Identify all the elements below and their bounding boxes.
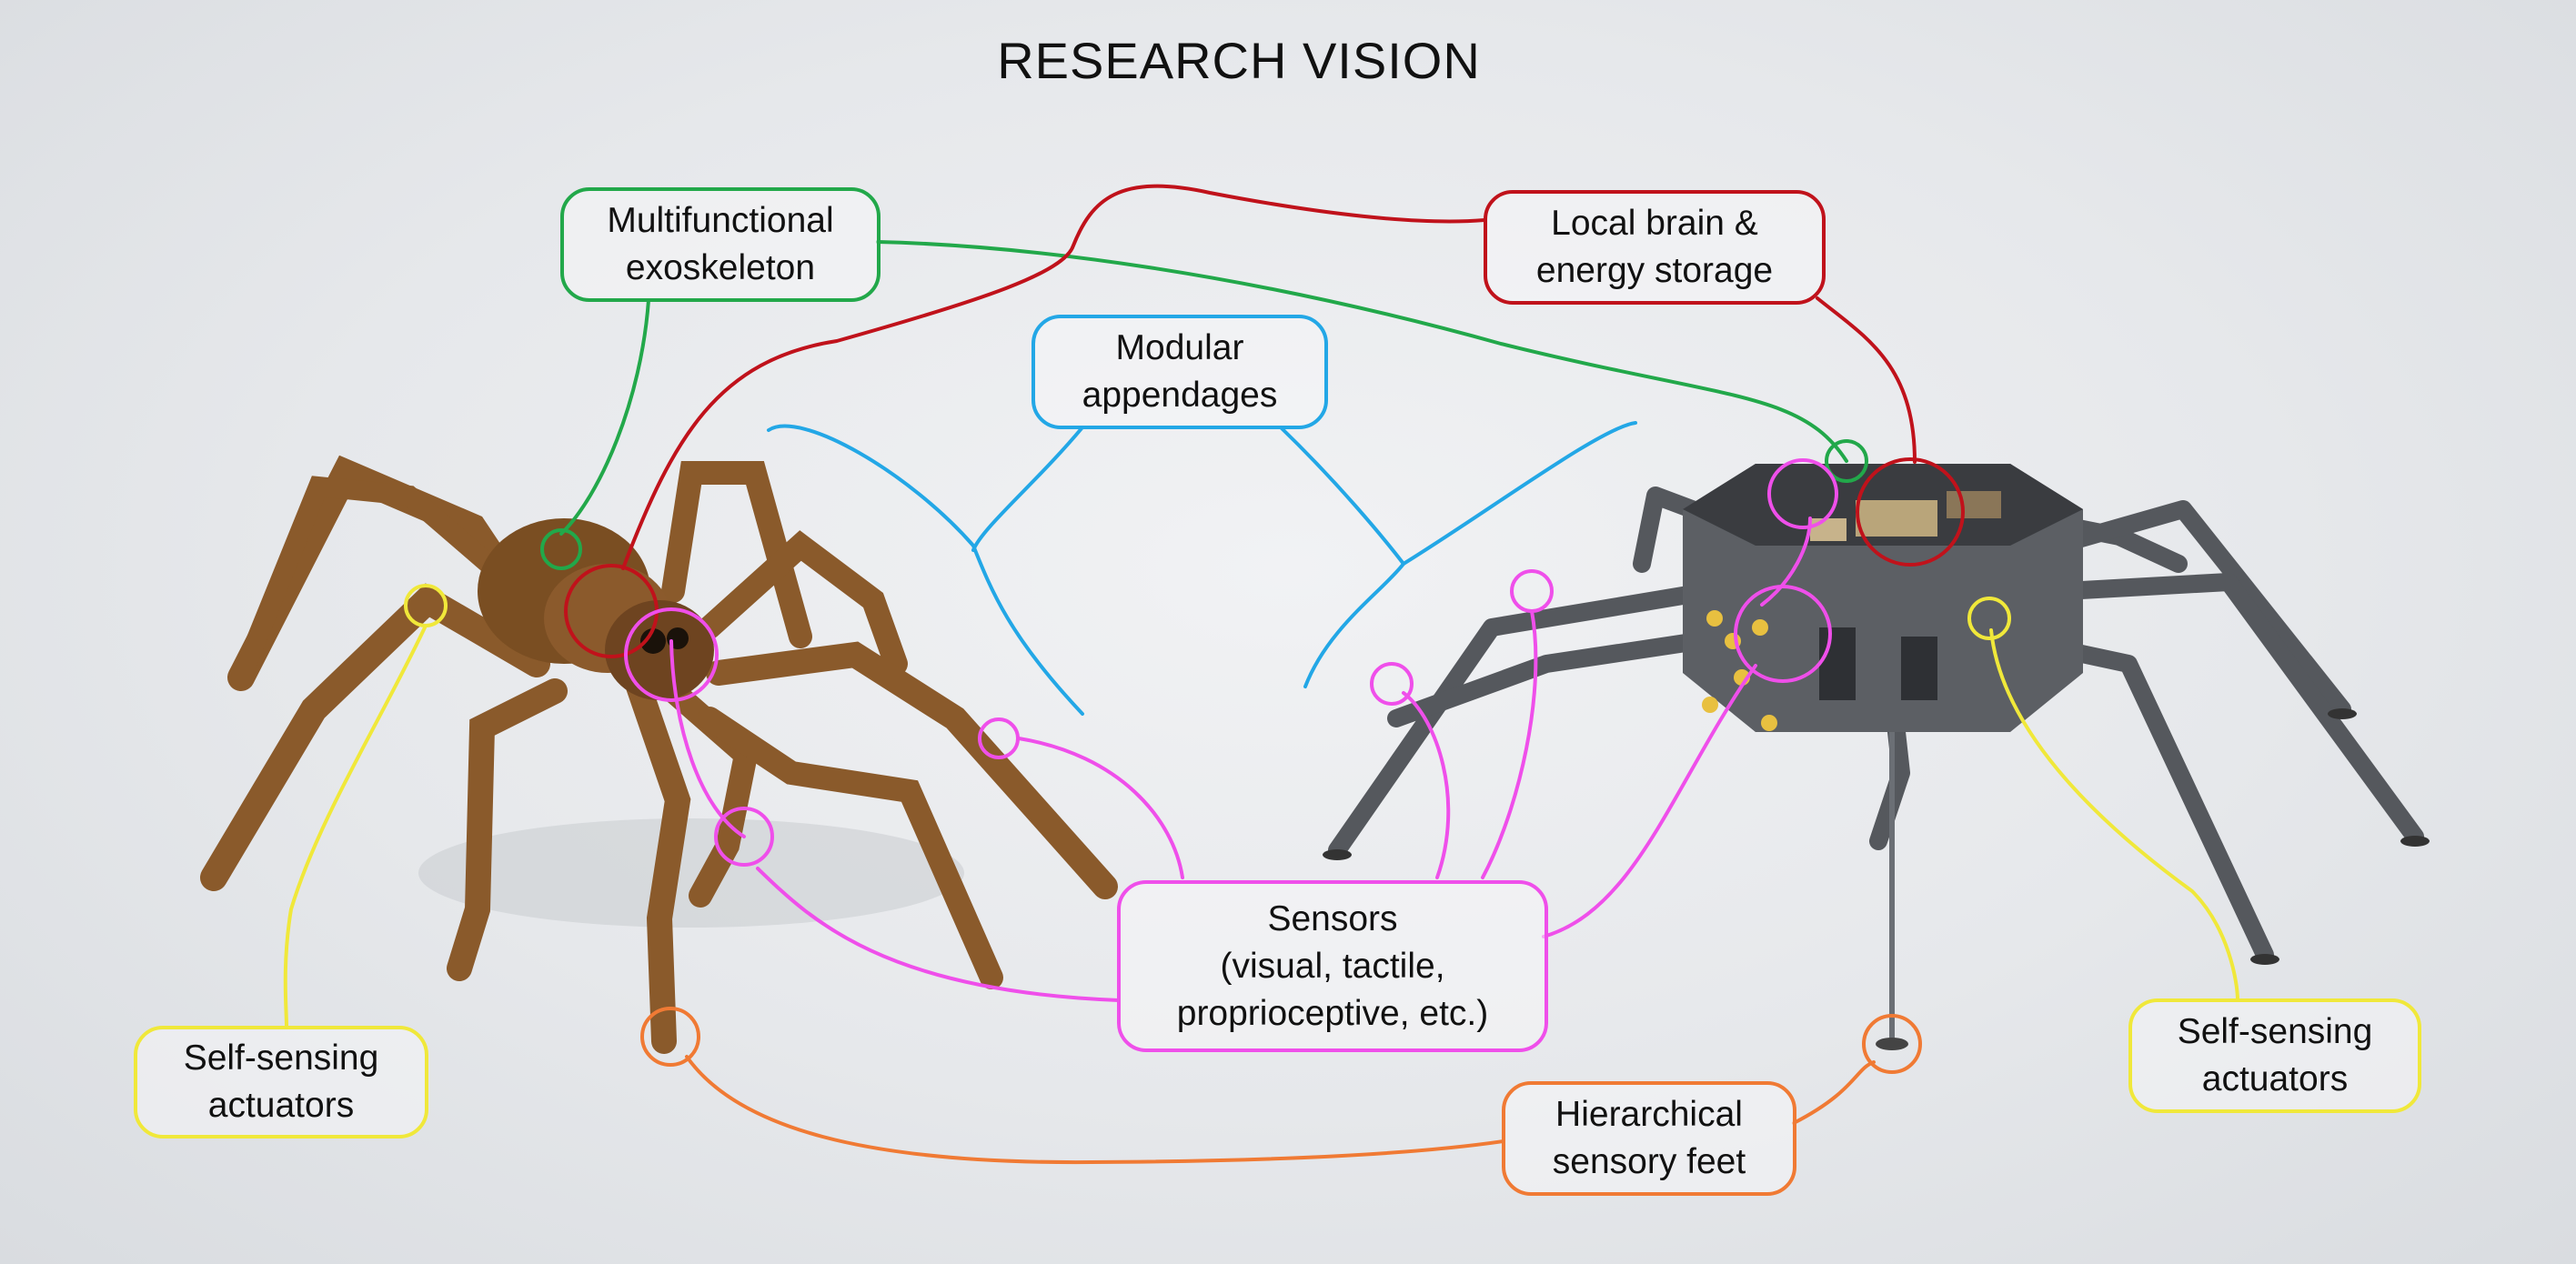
- actuators-marker-spider: [404, 584, 448, 627]
- feet-label: Hierarchical sensory feet: [1502, 1081, 1796, 1196]
- exoskeleton-marker-spider: [540, 528, 582, 570]
- actuators-left-label-line-2: actuators: [207, 1086, 355, 1125]
- sensors-marker-pedipalp: [714, 807, 774, 867]
- brain-label-line-1: Local brain &: [1551, 204, 1758, 243]
- actuators-connector-left: [283, 624, 428, 1028]
- feet-connector-right: [1792, 1060, 1876, 1125]
- appendages-bracket-right: [1303, 421, 1637, 688]
- sensors-connector-pedipalp: [756, 867, 1121, 1002]
- sensors-label-line-2: (visual, tactile,: [1220, 946, 1445, 986]
- sensors-marker-leg: [978, 717, 1020, 759]
- exoskeleton-connector-left: [559, 298, 650, 536]
- actuators-left-label: Self-sensing actuators: [134, 1026, 428, 1139]
- sensors-marker-eyes: [624, 607, 719, 702]
- feet-marker-robot: [1862, 1014, 1922, 1074]
- figure-title: RESEARCH VISION: [997, 32, 1481, 89]
- natural-spider: [200, 455, 1118, 1054]
- actuators-left-label-line-1: Self-sensing: [183, 1038, 379, 1078]
- feet-connector-left: [685, 1055, 1505, 1165]
- brain-marker-robot: [1856, 457, 1965, 567]
- brain-connector-robot: [1816, 296, 1917, 464]
- actuators-right-label-line-1: Self-sensing: [2177, 1012, 2373, 1051]
- actuators-connector-right: [1989, 628, 2239, 1002]
- actuators-marker-robot: [1967, 597, 2011, 640]
- exoskeleton-label: Multifunctional exoskeleton: [560, 187, 880, 302]
- sensors-connector-leg: [1017, 737, 1184, 879]
- sensors-marker-robot-leg-a: [1370, 662, 1414, 706]
- sensors-marker-robot-leg-b: [1510, 569, 1554, 613]
- actuators-right-label-line-2: actuators: [2201, 1059, 2349, 1098]
- appendages-connector-right: [1279, 426, 1405, 566]
- robot-spider: [1323, 464, 2430, 1050]
- feet-label-line-1: Hierarchical: [1555, 1095, 1743, 1134]
- feet-marker-spider: [640, 1007, 700, 1067]
- exoskeleton-label-line-1: Multifunctional: [607, 201, 834, 240]
- sensors-label-line-1: Sensors: [1267, 898, 1398, 938]
- sensors-connector-robot-b: [1481, 609, 1538, 879]
- appendages-label: Modular appendages: [1031, 315, 1328, 429]
- appendages-bracket-left: [767, 424, 1084, 716]
- sensors-connector-robot-c: [1542, 664, 1757, 938]
- appendages-label-line-2: appendages: [1082, 376, 1278, 415]
- feet-label-line-2: sensory feet: [1552, 1142, 1746, 1181]
- appendages-label-line-1: Modular: [1115, 328, 1244, 367]
- appendages-connector-left: [971, 426, 1084, 552]
- sensors-connector-robot-a: [1402, 691, 1451, 879]
- sensors-connector-eyes: [669, 639, 746, 838]
- sensors-label: Sensors (visual, tactile, proprioceptive…: [1117, 880, 1548, 1052]
- brain-label-line-2: energy storage: [1535, 251, 1774, 290]
- sensors-label-line-3: proprioceptive, etc.): [1176, 993, 1489, 1033]
- brain-label: Local brain & energy storage: [1484, 190, 1826, 305]
- exoskeleton-label-line-2: exoskeleton: [625, 248, 816, 287]
- sensors-marker-robot-body: [1734, 585, 1832, 683]
- exoskeleton-connector-right: [876, 240, 1848, 463]
- brain-connector-spider: [621, 184, 1486, 570]
- sensors-marker-robot-top: [1767, 458, 1838, 529]
- exoskeleton-marker-robot: [1825, 439, 1868, 483]
- actuators-right-label: Self-sensing actuators: [2128, 998, 2421, 1113]
